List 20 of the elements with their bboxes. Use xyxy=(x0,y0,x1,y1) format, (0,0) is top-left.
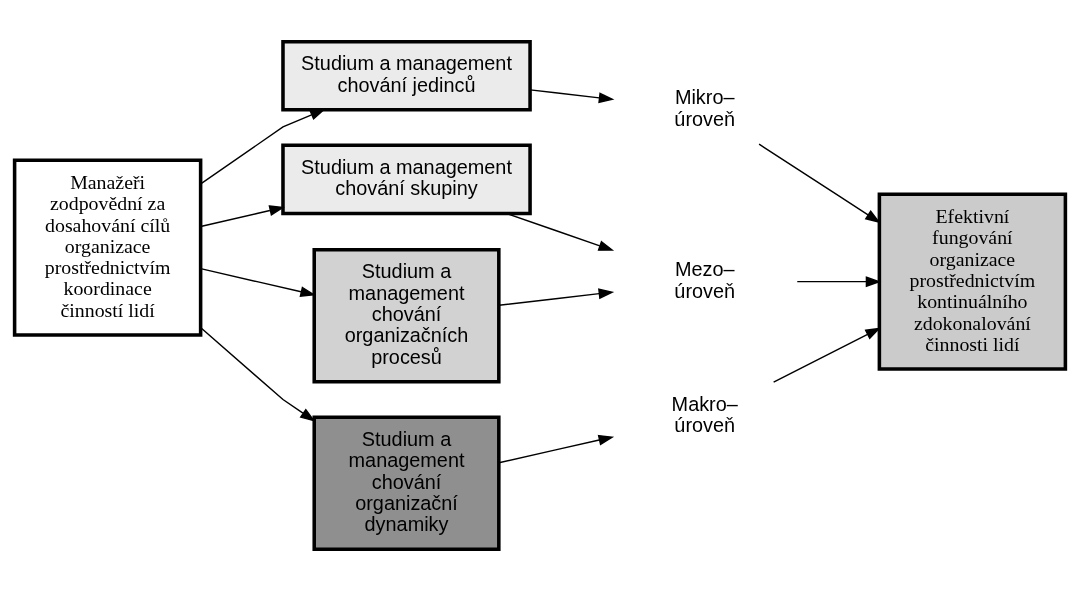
node-box: Studium a management chování skupiny xyxy=(281,143,532,216)
node-box: Studium a management chování jedinců xyxy=(281,39,532,112)
node-text: Mezo– úroveň xyxy=(674,258,736,302)
arrow xyxy=(200,327,316,422)
arrow xyxy=(498,288,615,306)
node-text: Makro– úroveň xyxy=(671,393,738,437)
arrow xyxy=(506,212,615,251)
arrow xyxy=(200,109,326,185)
node-box: Manažeři zodpovědní za dosahování cílů organizace prostřednictvím koordinace činností lidí xyxy=(12,158,203,337)
arrow xyxy=(529,89,615,104)
node-box: Efektivní fungování organizace prostřednictvím kontinuálního zdokonalování činnosti lidí xyxy=(877,192,1068,371)
arrow xyxy=(758,143,881,224)
arrow xyxy=(796,276,882,288)
node-box: Studium a management chování organizační dynamiky xyxy=(312,415,501,552)
arrow xyxy=(498,434,615,464)
node-box: Studium a management chování organizačních procesů xyxy=(312,247,501,384)
node-text: Mikro– úroveň xyxy=(674,86,736,130)
arrow xyxy=(199,205,285,228)
arrow xyxy=(199,267,316,298)
arrow xyxy=(772,327,881,383)
